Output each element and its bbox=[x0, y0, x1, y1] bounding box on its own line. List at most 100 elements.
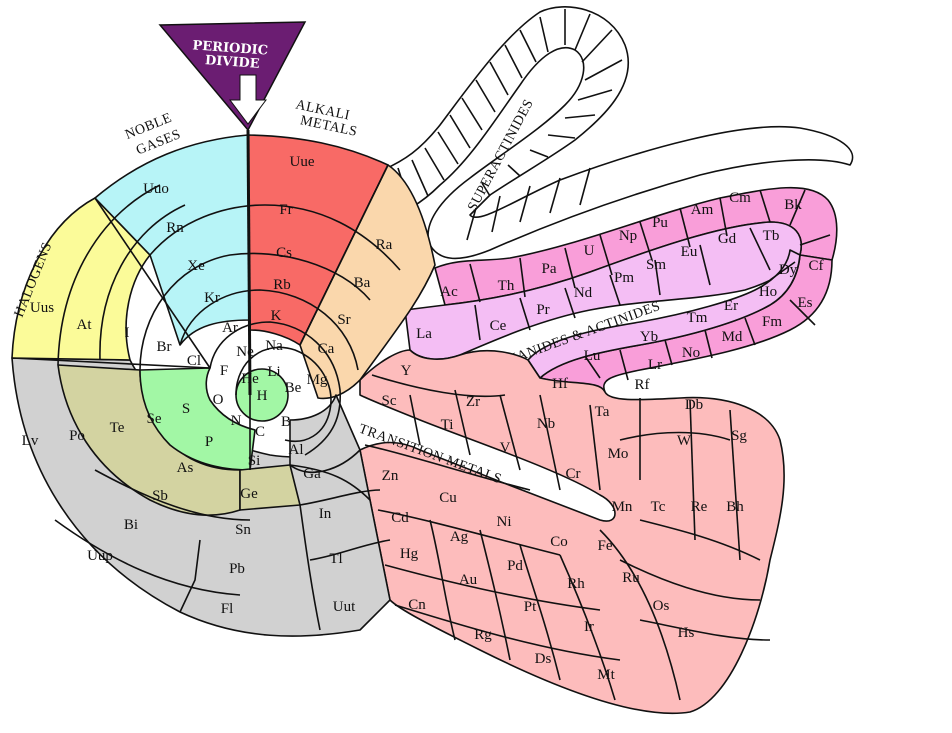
element-Nd: Nd bbox=[574, 285, 593, 301]
element-Ce: Ce bbox=[490, 318, 507, 334]
element-Mg: Mg bbox=[307, 372, 328, 388]
element-Uuo: Uuo bbox=[143, 181, 169, 197]
element-Th: Th bbox=[498, 278, 515, 294]
divide-line bbox=[246, 129, 252, 396]
element-Es: Es bbox=[798, 295, 813, 311]
element-Sr: Sr bbox=[337, 312, 350, 328]
element-Ds: Ds bbox=[535, 651, 552, 667]
element-Bk: Bk bbox=[784, 197, 802, 213]
lanthanides-dividers bbox=[469, 189, 831, 381]
element-Au: Au bbox=[459, 572, 478, 588]
element-Sn: Sn bbox=[235, 522, 251, 538]
element-Pr: Pr bbox=[536, 302, 549, 318]
element-Se: Se bbox=[147, 411, 162, 427]
element-Co: Co bbox=[550, 534, 568, 550]
element-Eu: Eu bbox=[681, 244, 698, 260]
transition-region bbox=[359, 349, 785, 715]
element-Ar: Ar bbox=[222, 320, 238, 336]
superactinides-outer bbox=[382, 6, 854, 260]
element-Be: Be bbox=[285, 380, 302, 396]
element-Sb: Sb bbox=[152, 488, 168, 504]
element-Ta: Ta bbox=[595, 404, 610, 420]
element-Ca: Ca bbox=[318, 341, 335, 357]
element-Bh: Bh bbox=[726, 499, 744, 515]
element-Dy: Dy bbox=[779, 262, 798, 278]
element-I: I bbox=[125, 325, 130, 341]
element-Pa: Pa bbox=[542, 261, 557, 277]
element-Ag: Ag bbox=[450, 529, 469, 545]
element-Gd: Gd bbox=[718, 231, 737, 247]
element-Cl: Cl bbox=[187, 353, 201, 369]
element-Bi: Bi bbox=[124, 517, 138, 533]
element-La: La bbox=[416, 326, 432, 342]
element-Pt: Pt bbox=[524, 599, 537, 615]
element-V: V bbox=[500, 440, 511, 456]
element-S: S bbox=[182, 401, 190, 417]
transition-band: TRANSITION METALS bbox=[357, 349, 785, 715]
element-Mo: Mo bbox=[608, 446, 629, 462]
element-Li: Li bbox=[267, 364, 280, 380]
element-Tb: Tb bbox=[763, 228, 780, 244]
element-Zn: Zn bbox=[382, 468, 399, 484]
divide-label-line2: DIVIDE bbox=[204, 53, 260, 72]
element-H: H bbox=[257, 388, 268, 404]
element-In: In bbox=[319, 506, 332, 522]
element-No: No bbox=[682, 345, 700, 361]
element-Zr: Zr bbox=[466, 394, 480, 410]
element-Ti: Ti bbox=[441, 417, 454, 433]
element-Pu: Pu bbox=[652, 215, 668, 231]
element-Uue: Uue bbox=[290, 154, 315, 170]
element-Np: Np bbox=[619, 228, 637, 244]
element-Db: Db bbox=[685, 397, 703, 413]
element-Fl: Fl bbox=[221, 601, 234, 617]
divide-label-line1: PERIODIC bbox=[192, 38, 268, 58]
element-O: O bbox=[213, 392, 224, 408]
element-Te: Te bbox=[110, 420, 125, 436]
element-Tm: Tm bbox=[687, 310, 708, 326]
element-Ir: Ir bbox=[584, 619, 594, 635]
element-F: F bbox=[220, 363, 228, 379]
transition-dividers bbox=[364, 374, 771, 701]
element-Cu: Cu bbox=[439, 490, 457, 506]
divide-triangle bbox=[158, 21, 307, 132]
element-Lv: Lv bbox=[22, 433, 39, 449]
periodic-divide-marker: PERIODIC DIVIDE bbox=[158, 21, 307, 396]
element-Ac: Ac bbox=[440, 284, 458, 300]
element-B: B bbox=[281, 414, 291, 430]
element-Tl: Tl bbox=[329, 551, 342, 567]
element-He: He bbox=[241, 371, 259, 387]
element-Er: Er bbox=[724, 298, 738, 314]
element-Uus: Uus bbox=[30, 300, 54, 316]
element-Xe: Xe bbox=[187, 258, 205, 274]
element-Pm: Pm bbox=[614, 270, 634, 286]
element-Cd: Cd bbox=[391, 510, 409, 526]
element-Ge: Ge bbox=[240, 486, 258, 502]
element-C: C bbox=[255, 424, 265, 440]
superactinides-hatching bbox=[397, 9, 623, 241]
element-Tc: Tc bbox=[651, 499, 666, 515]
element-K: K bbox=[271, 308, 282, 324]
element-Rb: Rb bbox=[273, 277, 291, 293]
element-Hg: Hg bbox=[400, 546, 419, 562]
element-Cs: Cs bbox=[276, 245, 292, 261]
element-symbols: H He Li Be B C N O F Ne Na Mg Al Si P S … bbox=[22, 154, 824, 683]
element-Sc: Sc bbox=[382, 393, 397, 409]
element-Am: Am bbox=[691, 202, 714, 218]
element-Rh: Rh bbox=[567, 576, 585, 592]
element-Ho: Ho bbox=[759, 284, 777, 300]
spiral-rings bbox=[11, 164, 401, 631]
element-As: As bbox=[177, 460, 194, 476]
element-Fe: Fe bbox=[598, 538, 613, 554]
element-Uup: Uup bbox=[87, 548, 113, 564]
element-Fr: Fr bbox=[279, 202, 292, 218]
element-Yb: Yb bbox=[640, 329, 658, 345]
element-Si: Si bbox=[248, 453, 261, 469]
element-Hf: Hf bbox=[552, 376, 568, 392]
element-Fm: Fm bbox=[762, 314, 782, 330]
element-Po: Po bbox=[69, 428, 85, 444]
element-Uut: Uut bbox=[333, 599, 356, 615]
element-Ni: Ni bbox=[497, 514, 512, 530]
element-Nb: Nb bbox=[537, 416, 555, 432]
